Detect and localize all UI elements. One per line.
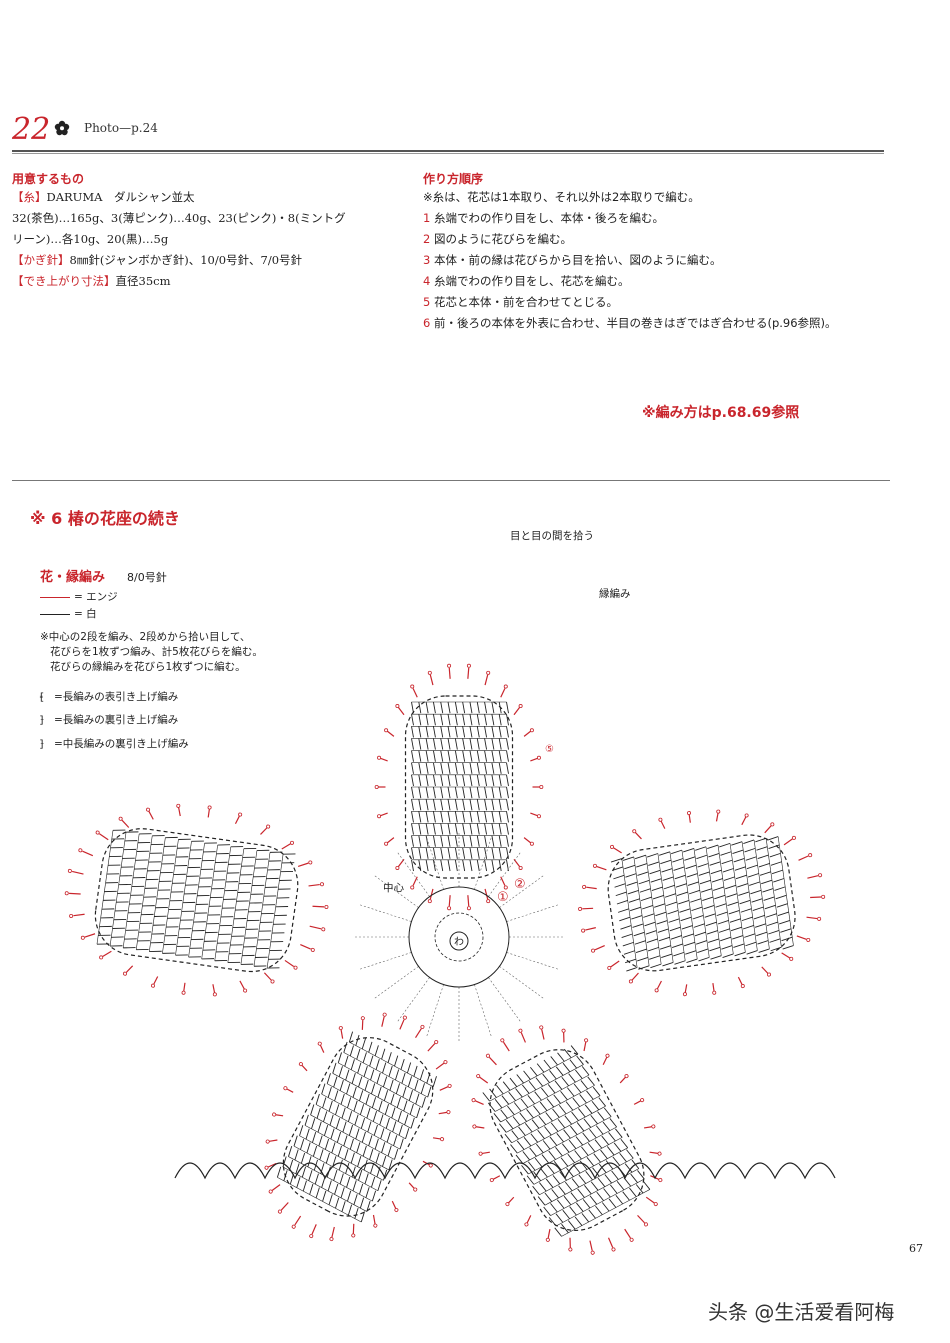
- stitch-symbol: ⹖: [40, 738, 44, 750]
- materials-title: 用意するもの: [12, 172, 85, 186]
- page-number: 22: [12, 112, 51, 147]
- petal-chart: [471, 1025, 663, 1255]
- petal-chart: [264, 1012, 452, 1242]
- step-number: 1: [423, 211, 431, 225]
- chain-spoke: [373, 875, 419, 908]
- petal-chart: [374, 663, 544, 911]
- step-number: 6: [423, 316, 431, 330]
- procedure-step: 1 糸端でわの作り目をし、本体・後ろを編む。: [423, 208, 664, 229]
- legend-black-line: = 白: [40, 606, 97, 621]
- mark-2: ②: [514, 877, 526, 892]
- chain-spoke: [499, 966, 545, 999]
- procedure-step: 4 糸端でわの作り目をし、花芯を編む。: [423, 271, 629, 292]
- mark-5: ⑤: [545, 744, 554, 755]
- stitch-symbol-text: =長編みの表引き上げ編み: [54, 691, 179, 703]
- note-line: ※中心の2段を編み、2段めから拾い目して、: [40, 631, 251, 643]
- flower-center: [408, 886, 510, 988]
- legend-symbol-row: ⹗ =長編みの表引き上げ編み: [40, 689, 178, 704]
- black-line-label: = 白: [74, 608, 97, 620]
- chain-spoke: [506, 904, 559, 922]
- size-text: 直径35cm: [115, 274, 171, 288]
- yarn-label: 【糸】: [12, 190, 47, 204]
- chain-spoke: [506, 952, 559, 970]
- header-rule-thin: [12, 153, 884, 154]
- stitch-symbol-text: =中長編みの裏引き上げ編み: [54, 738, 189, 750]
- edging-label: 縁編み: [599, 588, 631, 600]
- materials-size: 【でき上がり寸法】直径35cm: [12, 271, 170, 292]
- red-line-label: = エンジ: [74, 591, 118, 603]
- chain-spoke: [488, 851, 521, 897]
- center-label: 中心: [383, 882, 404, 894]
- chain-spoke: [499, 875, 545, 908]
- step-number: 5: [423, 295, 431, 309]
- procedure-step: 2 図のように花びらを編む。: [423, 229, 572, 250]
- step-number: 4: [423, 274, 431, 288]
- chain-spoke: [474, 837, 492, 890]
- continuation-title: ※ 6 椿の花座の続き: [30, 509, 180, 528]
- ring-label: わ: [454, 937, 464, 948]
- materials-yarn: 【糸】DARUMA ダルシャン並太: [12, 187, 194, 208]
- chain-spoke: [397, 977, 430, 1023]
- photo-reference: Photo—p.24: [84, 121, 158, 135]
- size-label: 【でき上がり寸法】: [12, 274, 116, 288]
- chain-spoke: [474, 984, 492, 1037]
- hook-label: 【かぎ針】: [12, 253, 70, 267]
- black-line-swatch: [40, 613, 70, 615]
- step-text: 糸端でわの作り目をし、花芯を編む。: [433, 274, 630, 288]
- chain-spoke: [397, 851, 430, 897]
- yarn-text: DARUMA ダルシャン並太: [46, 190, 195, 204]
- legend-note: ※中心の2段を編み、2段めから拾い目して、 花びらを1枚ずつ編み、計5枚花びらを…: [40, 630, 263, 675]
- note-line: 花びらの縁編みを花びら1枚ずつに編む。: [50, 661, 246, 673]
- materials-colors-2: リーン)…各10g、20(黒)…5g: [12, 232, 169, 246]
- chain-spoke: [488, 977, 521, 1023]
- note-line: 花びらを1枚ずつ編み、計5枚花びらを編む。: [50, 646, 263, 658]
- section-divider: [12, 480, 890, 481]
- pattern-reference-note: ※編み方はp.68.69参照: [642, 405, 800, 421]
- watermark: 头条 @生活爱看阿梅: [708, 1300, 895, 1324]
- procedure-step: 5 花芯と本体・前を合わせてとじる。: [423, 292, 618, 313]
- step-text: 前・後ろの本体を外表に合わせ、半目の巻きはぎではぎ合わせる(p.96参照)。: [433, 316, 837, 330]
- materials-colors-1: 32(茶色)…165g、3(薄ピンク)…40g、23(ピンク)・8(ミントグ: [12, 211, 346, 225]
- legend-symbol-row: ⹖ =中長編みの裏引き上げ編み: [40, 736, 189, 751]
- step-text: 図のように花びらを編む。: [433, 232, 572, 246]
- step-text: 花芯と本体・前を合わせてとじる。: [433, 295, 618, 309]
- chain-spoke: [426, 837, 444, 890]
- chain-spoke: [426, 984, 444, 1037]
- step-text: 本体・前の縁は花びらから目を拾い、図のように編む。: [433, 253, 722, 267]
- procedure-intro: ※糸は、花芯は1本取り、それ以外は2本取りで編む。: [423, 190, 700, 204]
- procedure-step: 6 前・後ろの本体を外表に合わせ、半目の巻きはぎではぎ合わせる(p.96参照)。: [423, 313, 837, 334]
- procedure-title: 作り方順序: [423, 172, 484, 186]
- step-number: 2: [423, 232, 431, 246]
- petal-chart: [578, 809, 826, 997]
- mark-1: ①: [497, 890, 509, 905]
- wave-line: [174, 1162, 836, 1180]
- step-number: 3: [423, 253, 431, 267]
- hook-text: 8㎜針(ジャンボかぎ針)、10/0号針、7/0号針: [69, 253, 303, 267]
- stitch-symbol: ⹗: [40, 691, 44, 703]
- stitch-symbol-text: =長編みの裏引き上げ編み: [54, 714, 179, 726]
- flower-icon: [54, 120, 70, 136]
- legend-symbol-row: ⹖ =長編みの裏引き上げ編み: [40, 712, 178, 727]
- stitch-symbol: ⹖: [40, 714, 44, 726]
- legend-needle: 8/0号針: [127, 571, 167, 584]
- pickup-label: 目と目の間を拾う: [510, 530, 594, 542]
- header-rule: [12, 150, 884, 152]
- legend-red-line: = エンジ: [40, 589, 118, 604]
- legend-title: 花・縁編み: [40, 570, 106, 585]
- chain-spoke: [359, 904, 412, 922]
- page-footer-number: 67: [909, 1242, 923, 1255]
- chain-spoke: [359, 952, 412, 970]
- bottom-edging: [174, 1162, 836, 1180]
- red-line-swatch: [40, 596, 70, 598]
- materials-hook: 【かぎ針】8㎜針(ジャンボかぎ針)、10/0号針、7/0号針: [12, 250, 302, 271]
- step-text: 糸端でわの作り目をし、本体・後ろを編む。: [433, 211, 664, 225]
- chain-spoke: [373, 966, 419, 999]
- petal-chart: [64, 803, 329, 997]
- procedure-step: 3 本体・前の縁は花びらから目を拾い、図のように編む。: [423, 250, 721, 271]
